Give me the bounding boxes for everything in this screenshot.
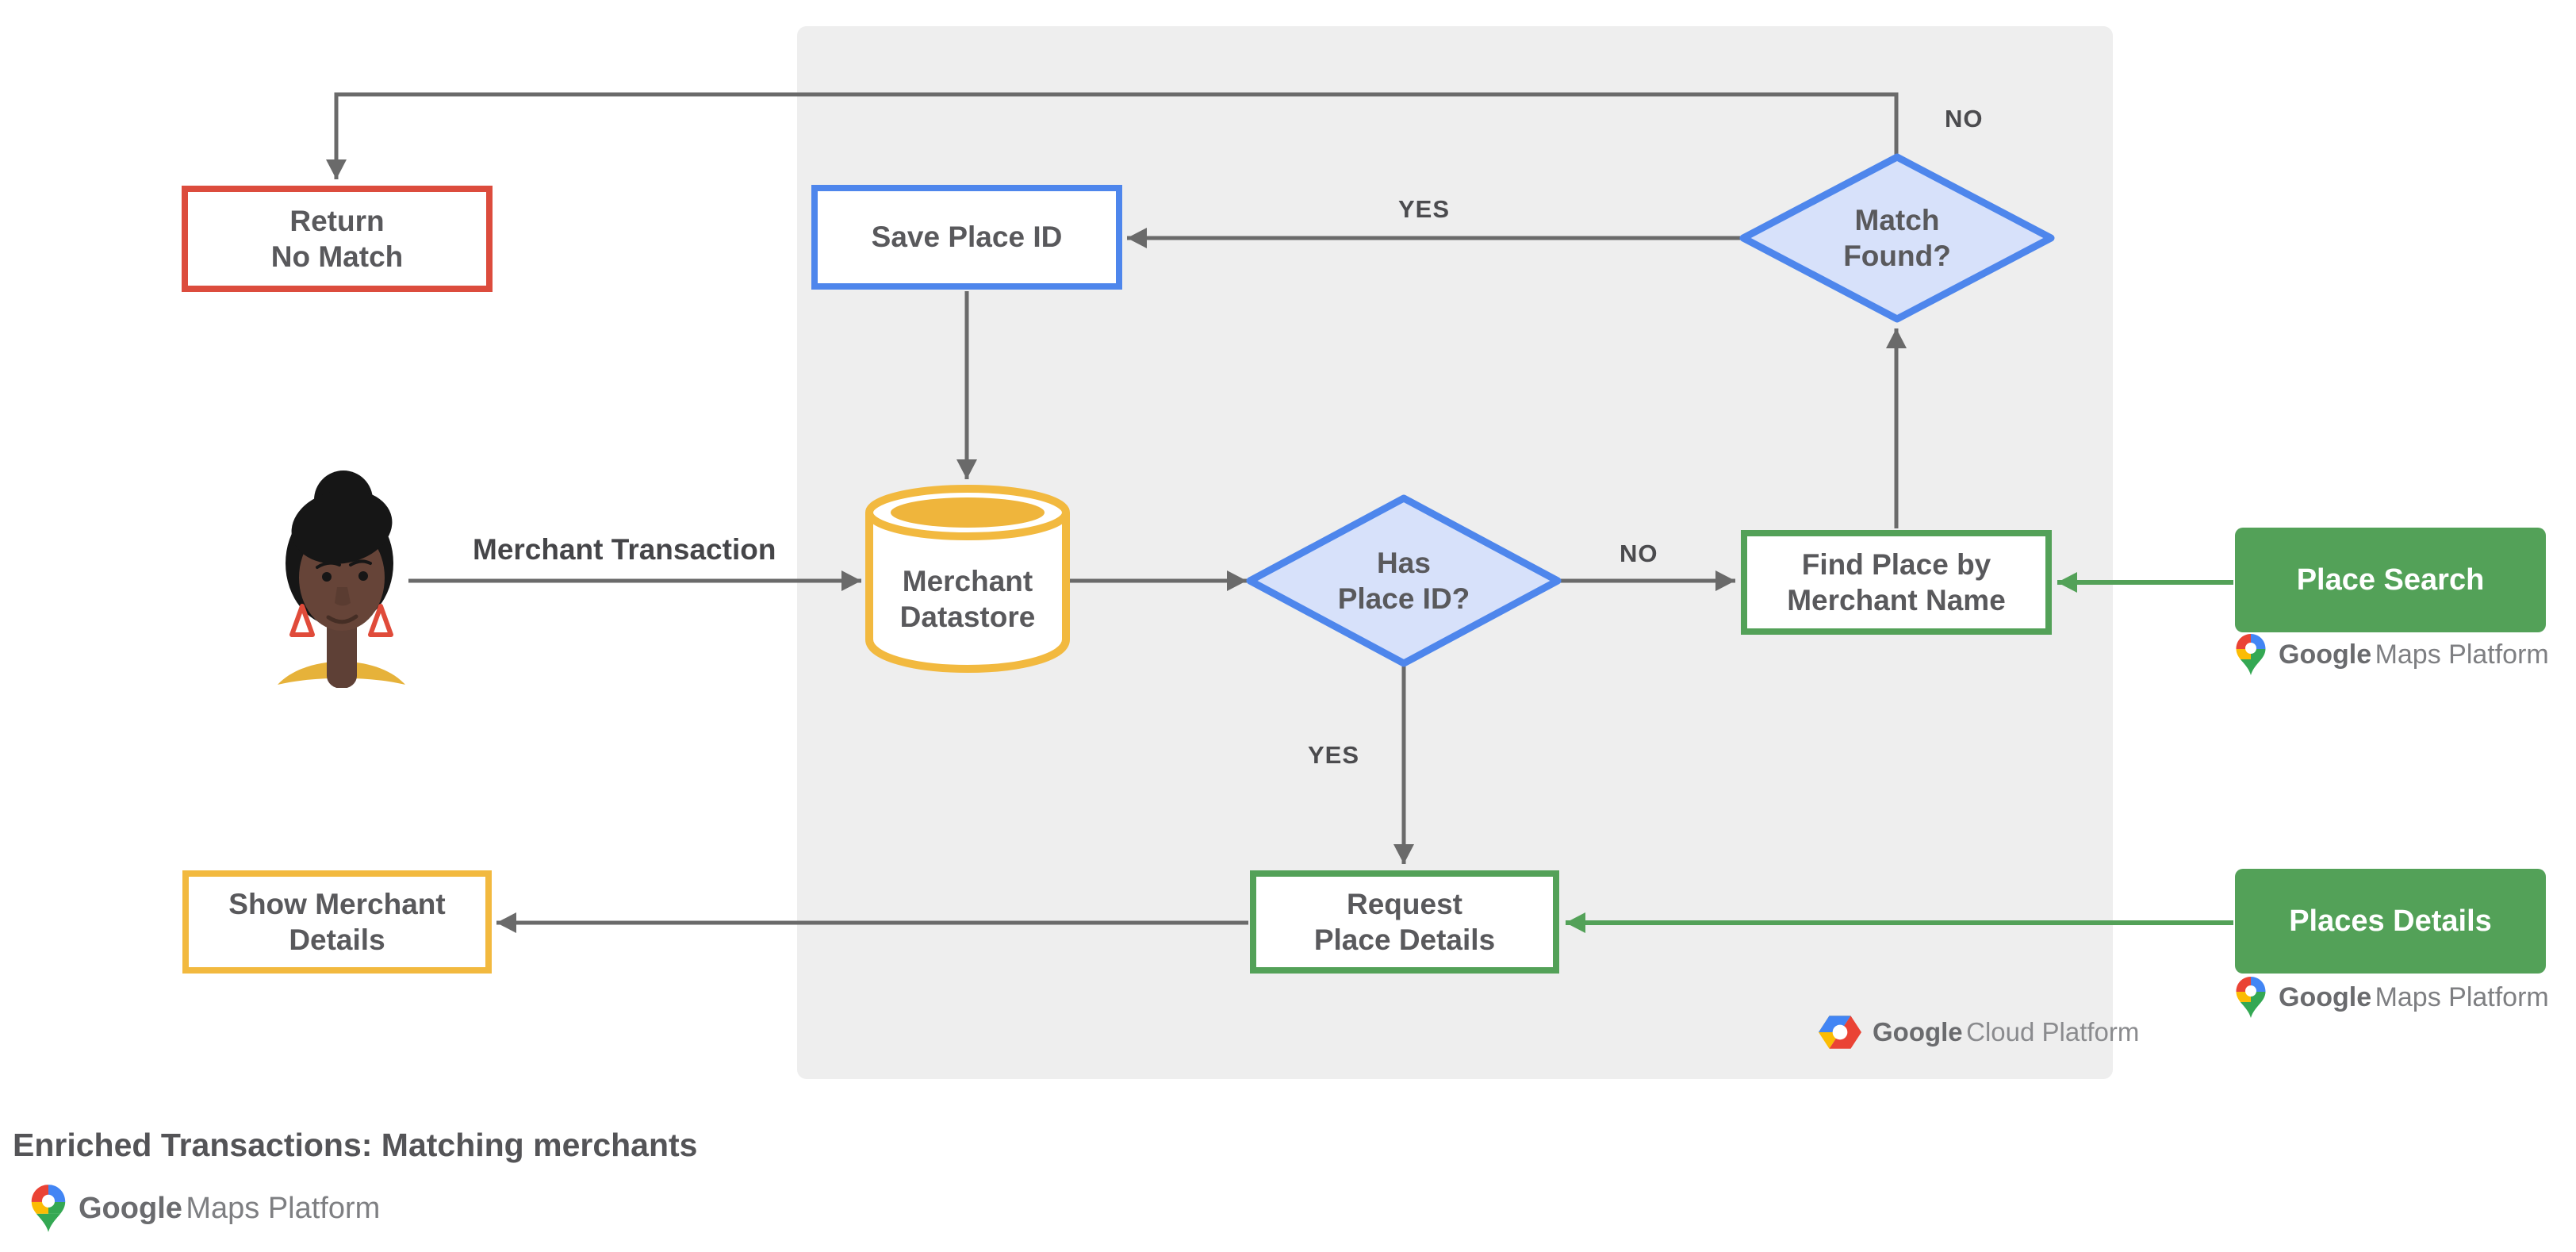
brand-maps-platform: Maps Platform [2375,639,2549,670]
node-return-no-match: Return No Match [182,186,493,292]
has-place-id-label: Has Place ID? [1337,546,1470,615]
node-match-found: Match Found? [1738,152,2056,324]
cloud-hexagon-icon [1819,1016,1861,1049]
cylinder-shape [865,485,1070,674]
brand-maps-platform: Maps Platform [2375,981,2549,1012]
merchant-datastore-label: Merchant Datastore [899,564,1036,633]
node-request-place-details: Request Place Details [1250,870,1559,974]
brand-cloud-platform: Cloud Platform [1966,1017,2140,1047]
merchant-user-avatar [276,470,407,692]
node-find-place-by-merchant-name: Find Place by Merchant Name [1741,530,2052,635]
edge-label-match-no: NO [1945,105,1984,132]
maps-pin-icon [2236,977,2266,1019]
page-title: Enriched Transactions: Matching merchant… [13,1127,698,1163]
node-has-place-id: Has Place ID? [1245,494,1562,668]
maps-platform-lockup-place-search: Google Maps Platform [2235,633,2549,676]
brand-google: Google [79,1191,182,1225]
maps-pin-icon [2236,634,2266,676]
node-place-search: Place Search [2235,528,2546,632]
edge-label-has-yes: YES [1308,741,1360,769]
google-cloud-platform-lockup: Google Cloud Platform [1819,1014,2139,1050]
edge-label-has-no: NO [1620,540,1658,567]
node-show-merchant-details: Show Merchant Details [182,870,492,974]
edge-matchfound-no-to-return [326,92,1899,179]
maps-platform-lockup-footer: Google Maps Platform [30,1184,380,1233]
merchant-transaction-label: Merchant Transaction [473,533,776,566]
diamond-shape [1246,494,1562,667]
maps-pin-icon [31,1185,66,1232]
node-save-place-id: Save Place ID [811,185,1122,290]
maps-platform-lockup-places-details: Google Maps Platform [2235,976,2549,1019]
match-found-label: Match Found? [1843,203,1951,272]
edge-label-match-yes: YES [1398,195,1451,223]
brand-google: Google [2279,981,2372,1012]
brand-google: Google [2279,639,2372,670]
brand-maps-platform: Maps Platform [186,1191,381,1225]
node-merchant-datastore: Merchant Datastore [864,482,1071,674]
diamond-shape [1739,153,2055,323]
brand-google: Google [1873,1017,1963,1047]
node-places-details: Places Details [2235,869,2546,974]
